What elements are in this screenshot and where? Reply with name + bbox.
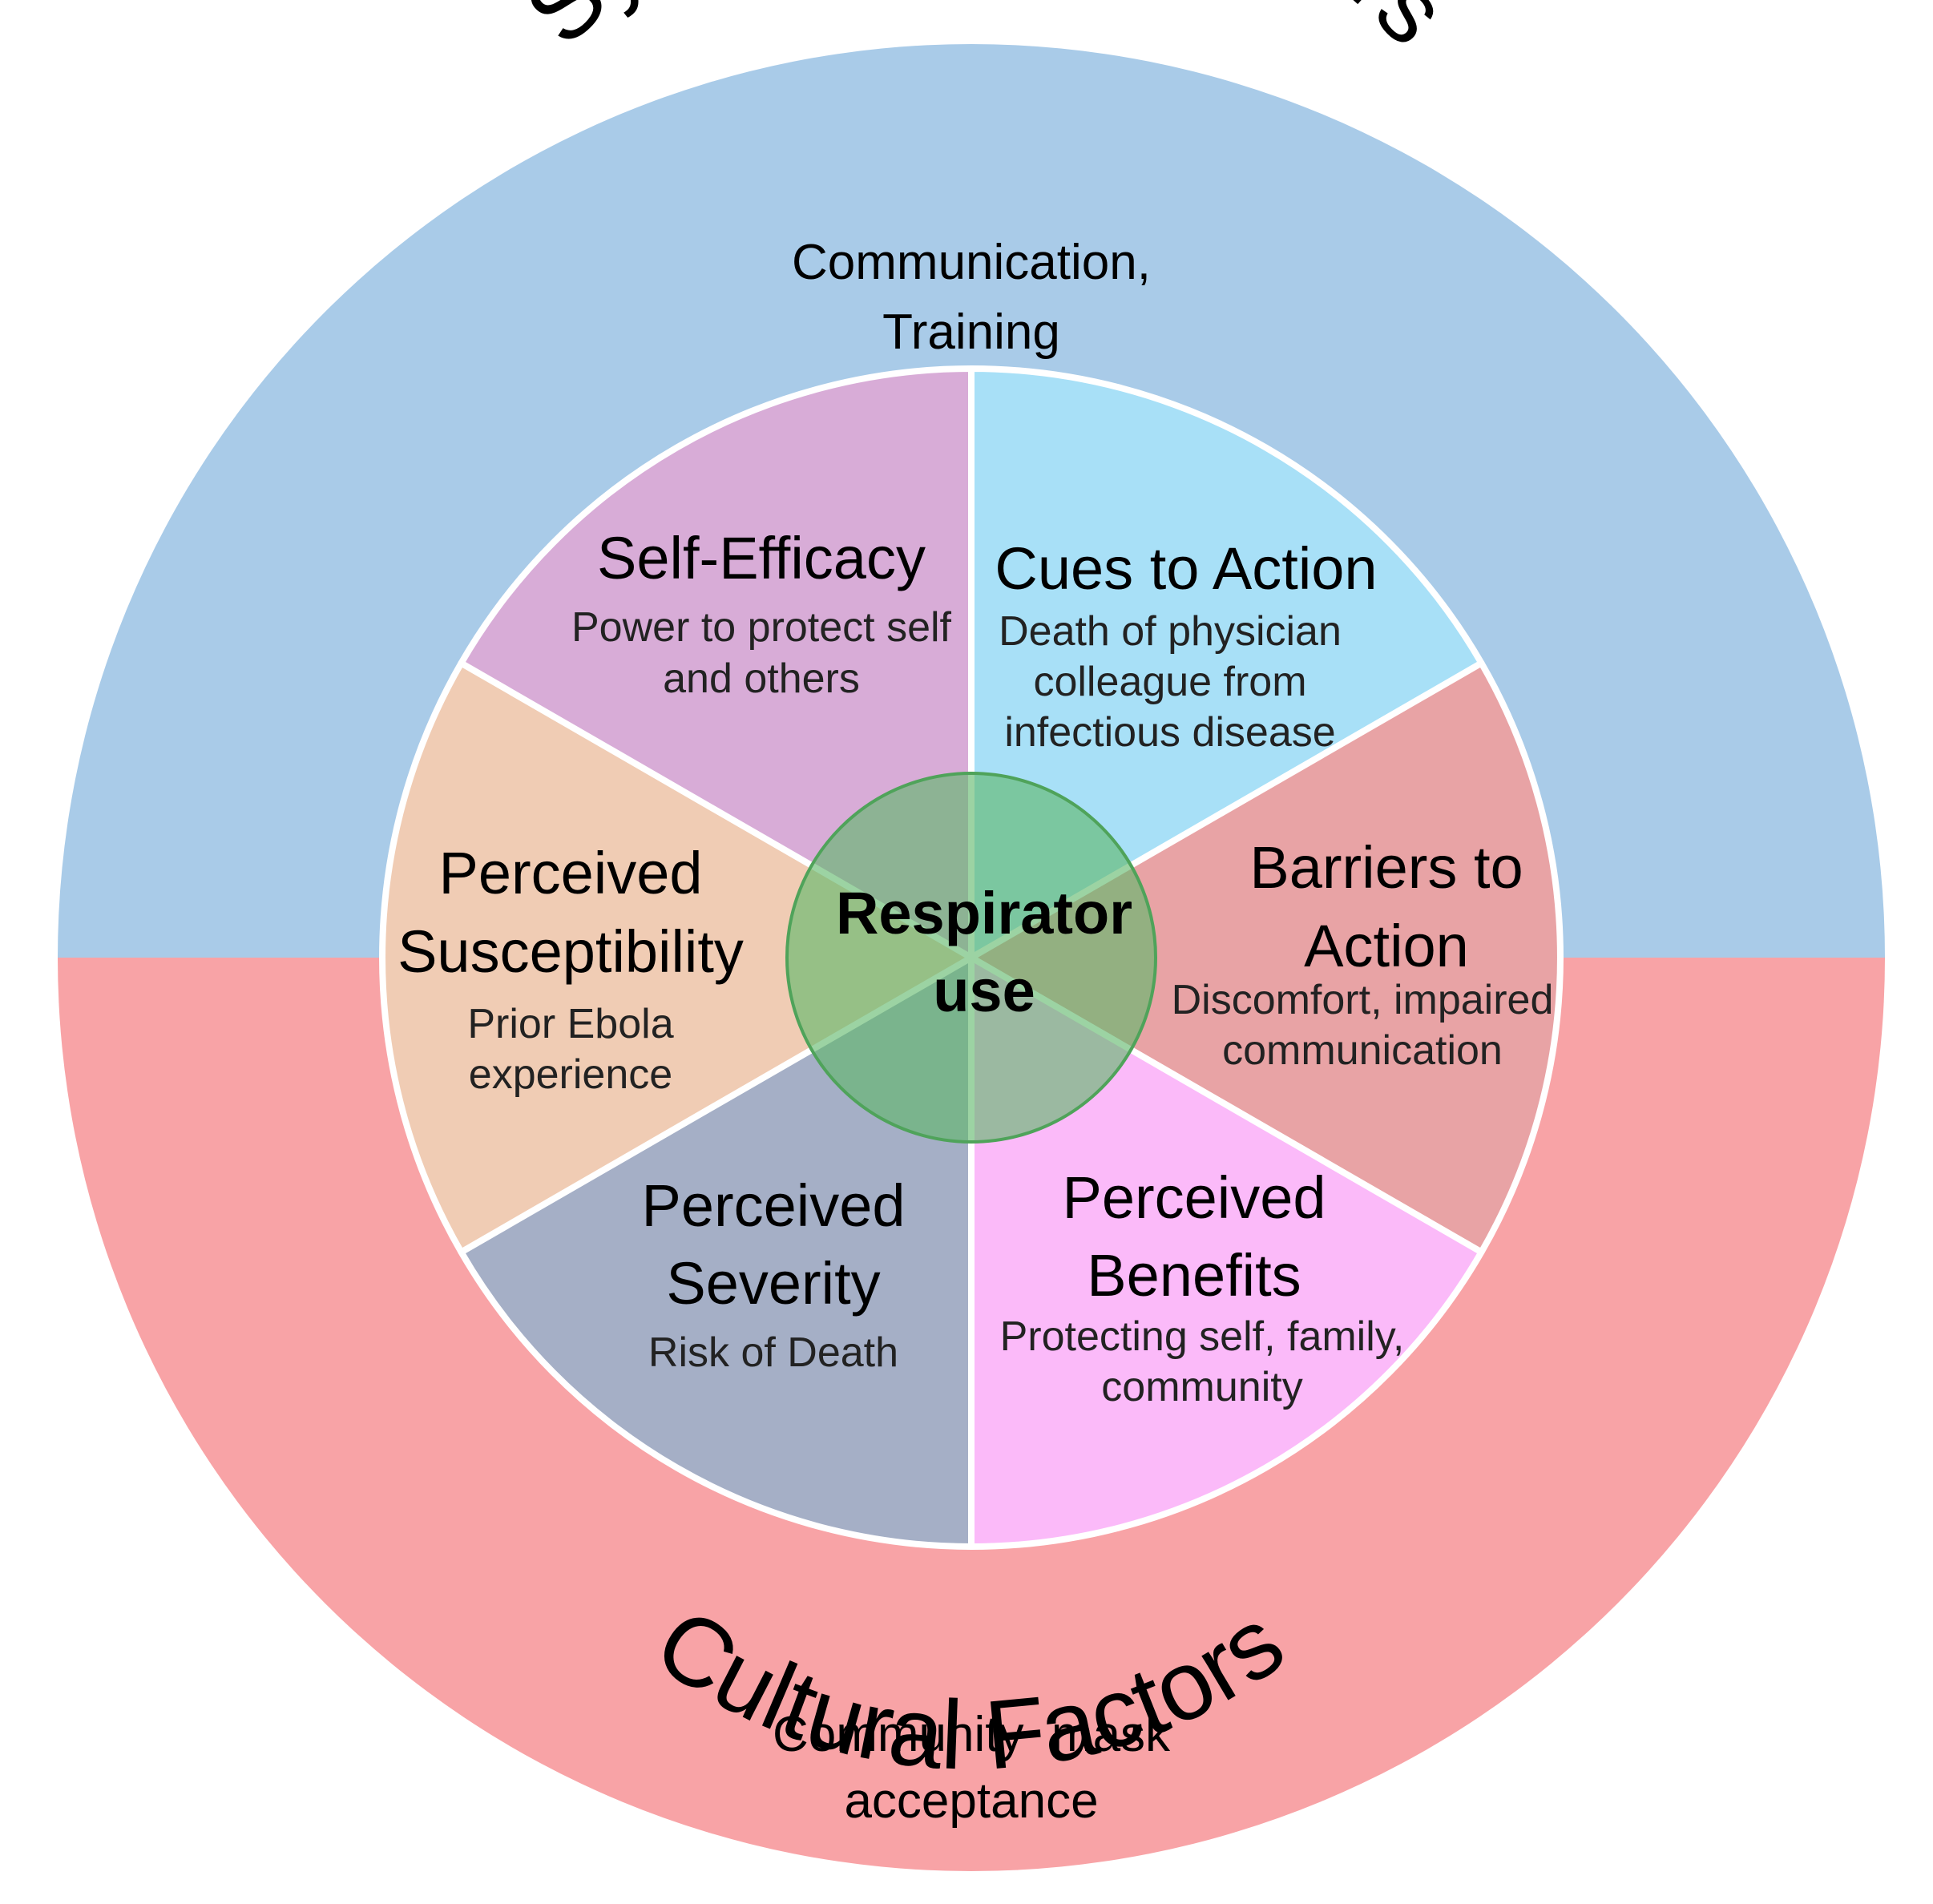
self-efficacy-desc-1: Power to protect self [571, 604, 952, 651]
perceived-benefits-desc-2: community [1101, 1364, 1302, 1410]
inner-pie [379, 365, 1564, 1550]
barriers-to-action-desc-1: Discomfort, impaired [1172, 977, 1554, 1023]
perceived-benefits-title-2: Benefits [1087, 1242, 1301, 1309]
segment-perceived-susceptibility [458, 365, 975, 961]
system-level-subtitle-1: Communication, [792, 235, 1151, 290]
cues-to-action-desc-3: infectious disease [1004, 709, 1335, 756]
segment-self-efficacy [968, 365, 1485, 961]
segment-cues-to-action [968, 660, 1564, 1256]
perceived-severity-title-1: Perceived [641, 1172, 905, 1239]
barriers-to-action-desc-2: communication [1222, 1027, 1503, 1074]
cues-to-action-title-1: Cues to Action [995, 535, 1377, 602]
barriers-to-action-title-2: Action [1304, 913, 1469, 979]
perceived-susceptibility-title-1: Perceived [438, 840, 702, 906]
system-level-subtitle-2: Training [882, 305, 1060, 360]
cultural-subtitle-2: acceptance [844, 1773, 1098, 1829]
barriers-to-action-title-1: Barriers to [1249, 834, 1523, 901]
perceived-benefits-title-1: Perceived [1062, 1164, 1326, 1231]
perceived-susceptibility-title-2: Susceptibility [397, 918, 744, 985]
cultural-subtitle-1: Community mask [773, 1707, 1171, 1762]
perceived-severity-desc-1: Risk of Death [648, 1329, 898, 1376]
perceived-susceptibility-desc-2: experience [469, 1051, 672, 1098]
segment-perceived-benefits [458, 954, 975, 1550]
center-label-2: use [933, 958, 1035, 1024]
perceived-benefits-desc-1: Protecting self, family, [1000, 1313, 1405, 1360]
self-efficacy-title-1: Self-Efficacy [597, 525, 926, 591]
segment-barriers-to-action [968, 954, 1485, 1550]
perceived-susceptibility-desc-1: Prior Ebola [467, 1001, 673, 1047]
cues-to-action-desc-1: Death of physician [999, 608, 1342, 655]
center-circle [785, 772, 1157, 1144]
perceived-severity-title-2: Severity [666, 1250, 880, 1317]
self-efficacy-desc-2: and others [663, 656, 860, 702]
center-label-1: Respirator [836, 880, 1132, 946]
segment-perceived-severity [379, 660, 975, 1256]
cues-to-action-desc-2: colleague from [1033, 659, 1306, 705]
